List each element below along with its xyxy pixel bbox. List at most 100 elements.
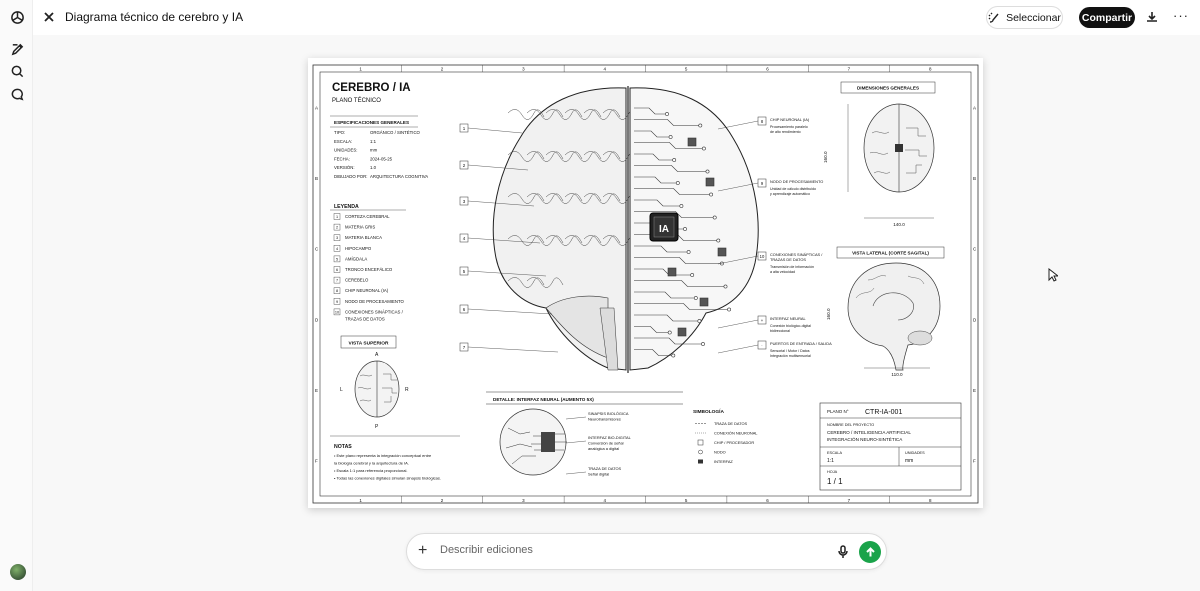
spec-key: VERSIÓN:	[334, 165, 355, 170]
send-button[interactable]	[859, 541, 881, 563]
search-icon[interactable]	[9, 63, 25, 79]
dir-r: R	[405, 387, 409, 393]
lateral-view-brain	[847, 262, 941, 371]
grid-col-label: 7	[848, 67, 851, 72]
legend-number-box	[333, 255, 341, 263]
legend-number-box	[333, 287, 341, 294]
leader-line	[467, 346, 559, 353]
legend-number: 1	[336, 215, 338, 219]
notes-title: NOTAS	[334, 444, 352, 450]
project-line1: CEREBRO / INTELIGENCIA ARTIFICIAL	[827, 430, 911, 435]
detail-label: INTERFAZ BIO-DIGITAL	[588, 435, 632, 440]
chat-bubble-icon[interactable]	[9, 86, 25, 102]
note-line: la biología cerebral y la arquitectura d…	[334, 461, 409, 466]
units-label: UNIDADES	[905, 451, 925, 455]
grid-col-label: 4	[604, 498, 607, 503]
ia-chip-label: IA	[659, 224, 669, 235]
legend-number-box	[333, 234, 341, 241]
logo-icon[interactable]	[9, 9, 25, 25]
grid-col-label: 2	[441, 498, 444, 503]
leader-line	[467, 200, 535, 207]
new-chat-icon[interactable]	[9, 41, 25, 57]
spec-key: FECHA:	[334, 156, 350, 161]
note-line: • Este plano representa la integración c…	[334, 453, 432, 458]
grid-row-label: B	[315, 176, 318, 181]
sheet-title: CEREBRO / IA	[332, 82, 411, 94]
grid-col-label: 1	[359, 498, 362, 503]
legend-item: TRAZAS DE DATOS	[345, 316, 385, 321]
callout-right-number: +	[761, 318, 764, 323]
lat-height: 160.0	[826, 308, 831, 320]
plan-no: CTR-IA-001	[865, 409, 902, 416]
top-view-title: VISTA SUPERIOR	[349, 341, 390, 347]
legend-item: CEREBELO	[345, 278, 369, 283]
grid-row-label: B	[973, 176, 976, 181]
microphone-icon[interactable]	[837, 545, 849, 559]
detail-label: SINAPSIS BIOLÓGICA	[588, 411, 629, 416]
legend-number-box	[333, 276, 341, 284]
dir-p: P	[375, 424, 379, 430]
detail-desc: Neurotransmisores	[588, 417, 621, 422]
avatar[interactable]	[10, 564, 26, 580]
callout-left-label: 4	[463, 236, 466, 241]
grid-row-label: E	[973, 388, 976, 393]
select-button[interactable]: Seleccionar	[986, 6, 1063, 29]
callout-right-title: CONEXIONES SINÁPTICAS /	[770, 252, 823, 257]
grid-row-label: C	[315, 247, 319, 252]
callout-left-label: 1	[463, 126, 466, 131]
spec-value: ORGÁNICO / SINTÉTICO	[370, 130, 421, 135]
grid-col-label: 3	[522, 498, 525, 503]
legend-number-box	[333, 213, 341, 220]
share-button[interactable]: Compartir	[1079, 7, 1135, 28]
legend-item: NODO DE PROCESAMIENTO	[345, 299, 405, 304]
leader-line	[717, 255, 759, 265]
sheet-label: HOJA	[827, 470, 838, 474]
legend-item: MATERIA GRIS	[345, 225, 375, 230]
grid-col-label: 1	[359, 67, 362, 72]
callout-left-label: 3	[463, 199, 466, 204]
legend-title: LEYENDA	[334, 204, 359, 210]
spec-value: 1:1	[370, 139, 377, 144]
scale-label: ESCALA	[827, 451, 842, 455]
symbology-title: SIMBOLOGÍA	[693, 407, 724, 415]
dimensions-title: DIMENSIONES GENERALES	[857, 86, 919, 91]
grid-col-label: 7	[848, 498, 851, 503]
callout-right-desc: a alta velocidad	[770, 270, 795, 274]
callout-left-label: 2	[463, 163, 466, 168]
units-value: mm	[905, 458, 913, 464]
sheet-number: 1 / 1	[827, 477, 843, 486]
leader-line	[467, 164, 529, 171]
project-label: NOMBRE DEL PROYECTO	[827, 423, 874, 427]
add-attachment-button[interactable]: +	[418, 542, 428, 559]
legend-number: 2	[336, 226, 338, 230]
symbology-item: CONEXIÓN NEURONAL	[714, 431, 758, 436]
lateral-view-title: VISTA LATERAL (CORTE SAGITAL)	[852, 251, 929, 256]
grid-row-label: D	[315, 317, 319, 322]
edit-prompt-input[interactable]	[440, 544, 820, 556]
sheet-subtitle: PLANO TÉCNICO	[332, 97, 381, 104]
callout-left-label: 7	[463, 345, 466, 350]
legend-number: 6	[336, 268, 338, 272]
legend-number-box	[333, 266, 341, 273]
legend-item: CHIP NEURONAL (IA)	[345, 288, 389, 293]
callout-right-desc: de alto rendimiento	[770, 130, 801, 134]
note-line: • Escala 1:1 para referencia proporciona…	[334, 468, 407, 473]
brush-icon	[988, 12, 999, 23]
detail-circle	[499, 408, 567, 476]
legend-number: 8	[336, 289, 338, 293]
close-icon[interactable]	[41, 9, 57, 25]
detail-label: TRAZA DE DATOS	[588, 466, 622, 471]
legend-number: 10	[335, 310, 339, 314]
composer: +	[406, 533, 887, 570]
legend-item: MATERIA BLANCA	[345, 235, 382, 240]
grid-row-label: F	[315, 459, 318, 464]
note-line: • Todas las conexiones digitales simulan…	[334, 476, 441, 481]
legend-item: TRONCO ENCEFÁLICO	[345, 267, 393, 272]
arrow-up-icon	[865, 546, 875, 556]
callout-right-desc: bidireccional	[770, 329, 790, 333]
callout-right-desc: Sensorial / Motor / Datos	[770, 349, 810, 353]
project-line2: INTEGRACIÓN NEURO-SINTÉTICA	[827, 436, 903, 442]
more-options-icon[interactable]: ···	[1173, 8, 1189, 23]
download-icon[interactable]	[1145, 10, 1159, 24]
